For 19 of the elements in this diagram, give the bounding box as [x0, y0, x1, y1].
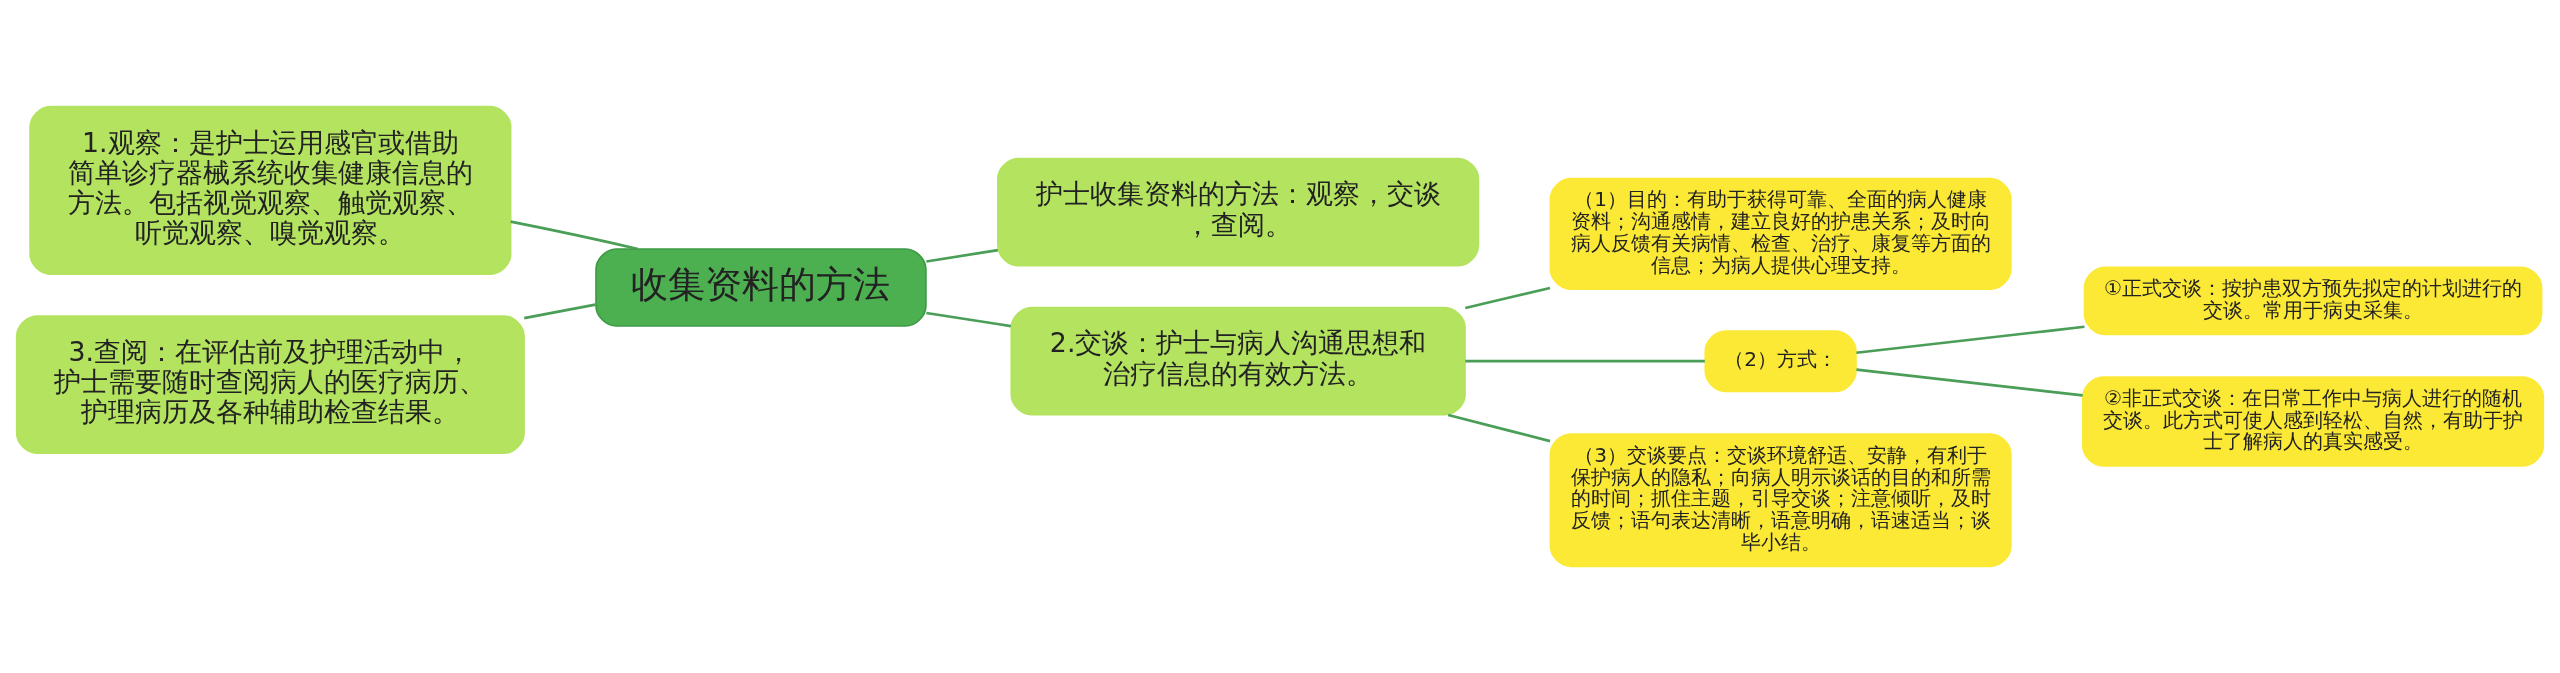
connector	[926, 248, 999, 263]
node-box: （2）方式：	[1704, 330, 1857, 393]
node-box: （1）目的：有助于获得可靠、全面的病人健康资料；沟通感情，建立良好的护患关系；及时向病人反馈有关病情、检查、治疗、康复等方面的信息；为病人提供心理支持。	[1549, 177, 2012, 291]
connector	[1856, 368, 2083, 397]
connector	[510, 220, 639, 251]
node-box: 3.查阅：在评估前及护理活动中，护士需要随时查阅病人的医疗病历、护理病历及各种辅助检查结果。	[15, 315, 525, 455]
node-box: （3）交谈要点：交谈环境舒适、安静，有利于保护病人的隐私；向病人明示谈话的目的和所需的时间；抓住主题，引导交谈；注意倾听，及时反馈；语句表达清晰，语意明确，语速适当；谈毕小结。	[1549, 433, 2012, 568]
connector	[1465, 359, 1705, 363]
connector	[523, 303, 596, 320]
node-box: 护士收集资料的方法：观察，交谈，查阅。	[997, 157, 1480, 267]
node-box: 收集资料的方法	[595, 248, 927, 327]
node-box: 2.交谈：护士与病人沟通思想和治疗信息的有效方法。	[1010, 306, 1466, 416]
node-box: ①正式交谈：按护患双方预先拟定的计划进行的交谈。常用于病史采集。	[2083, 266, 2543, 336]
node-box: ②非正式交谈：在日常工作中与病人进行的随机交谈。此方式可使人感到轻松、自然，有助于护士了解病人的真实感受。	[2082, 376, 2545, 467]
connector	[926, 311, 1012, 328]
connector	[1465, 286, 1551, 310]
connector	[1447, 413, 1551, 443]
node-box: 1.观察：是护士运用感官或借助简单诊疗器械系统收集健康信息的方法。包括视觉观察、触觉观察、听觉观察、嗅觉观察。	[29, 105, 512, 275]
connector	[1856, 325, 2085, 355]
